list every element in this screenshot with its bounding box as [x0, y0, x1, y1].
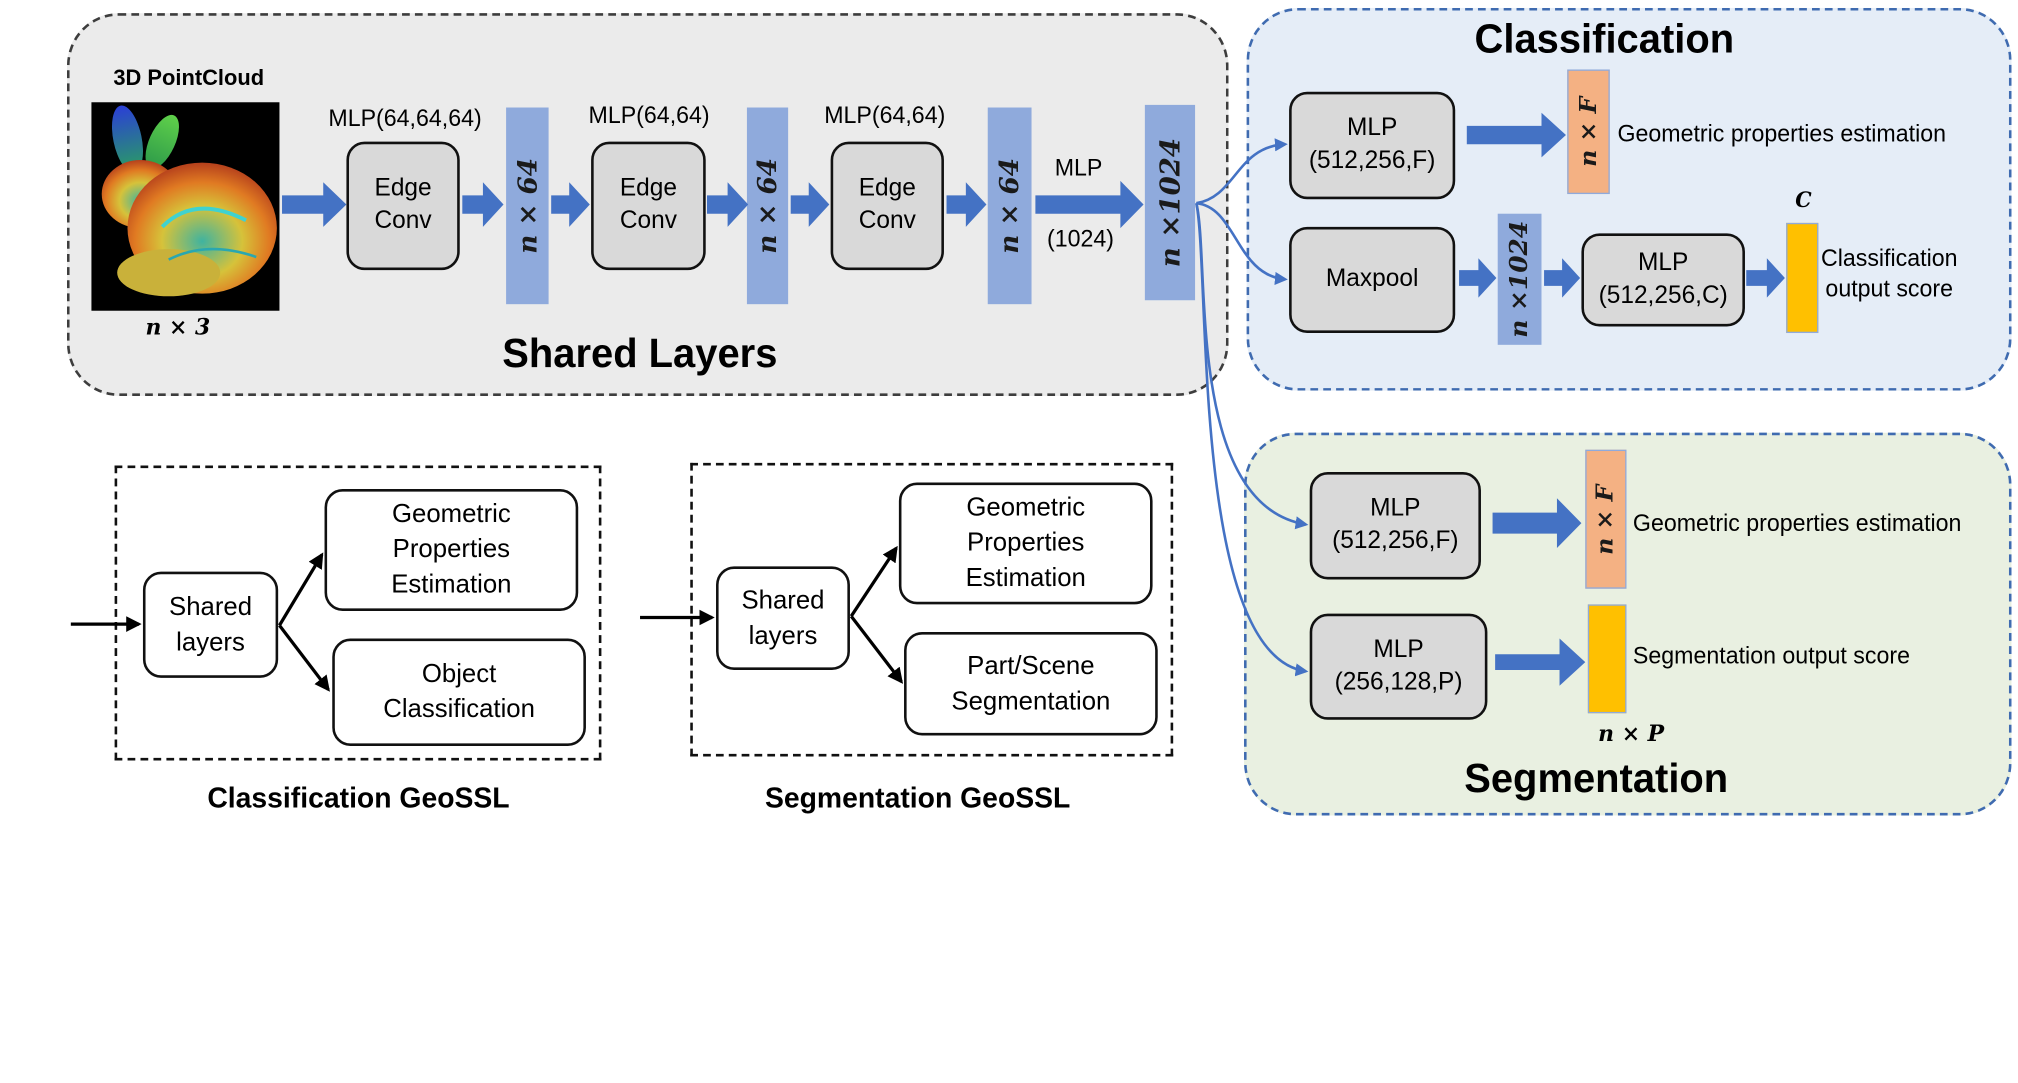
- mlp1-label: MLP(64,64,64): [328, 104, 482, 132]
- c-label: C: [1795, 187, 1812, 213]
- block-arrow: [1492, 498, 1582, 549]
- cls-geo-label: Geometric properties estimation: [1617, 120, 1947, 147]
- connector: [1195, 202, 1309, 530]
- cls-bar-f: n × F: [1567, 69, 1610, 195]
- feature-bar-1024: n ×1024: [1144, 104, 1196, 301]
- classification-title: Classification: [1474, 15, 1735, 62]
- mlp3-label: MLP(64,64): [824, 102, 946, 129]
- connector: [1196, 138, 1288, 205]
- edge-conv-3: Edge Conv: [830, 141, 944, 271]
- cls-geossl-shared-box: Shared layers: [142, 571, 279, 678]
- cls-geossl-frame: [114, 465, 602, 761]
- connector: [1196, 201, 1288, 285]
- bunny-pointcloud-image: [91, 102, 280, 311]
- seg-geossl-seg-box: Part/Scene Segmentation: [904, 631, 1158, 736]
- seg-geossl-shared-box: Shared layers: [716, 566, 850, 670]
- block-arrow: [1746, 258, 1785, 298]
- block-arrow: [1459, 258, 1497, 298]
- input-dims-label: n × 3: [145, 314, 211, 341]
- block-arrow: [1544, 258, 1581, 298]
- cls-geossl-obj-box: Object Classification: [332, 638, 586, 747]
- edge-conv-1: Edge Conv: [346, 141, 460, 271]
- segmentation-title: Segmentation: [1464, 755, 1729, 802]
- seg-geo-label: Geometric properties estimation: [1632, 510, 1962, 537]
- block-arrow: [551, 182, 590, 227]
- seg-geossl-frame: [690, 462, 1174, 757]
- edge-conv-2: Edge Conv: [591, 141, 706, 271]
- block-arrow: [462, 182, 504, 227]
- geossl-arrow: [849, 545, 898, 618]
- block-arrow: [1495, 638, 1586, 686]
- seg-geossl-caption: Segmentation GeoSSL: [764, 781, 1071, 815]
- feature-bar-64-3: n × 64: [987, 107, 1032, 305]
- pointcloud-label: 3D PointCloud: [113, 65, 265, 91]
- mlp2-label: MLP(64,64): [588, 102, 710, 129]
- seg-geossl-geo-box: Geometric Properties Estimation: [898, 482, 1153, 605]
- geossl-arrow: [278, 552, 324, 627]
- block-arrow: [790, 182, 830, 227]
- seg-output-bar: [1587, 604, 1627, 714]
- np-label: n × P: [1598, 721, 1665, 748]
- cls-output-bar: [1786, 222, 1819, 334]
- block-arrow: [282, 182, 347, 227]
- seg-mlp-geo-box: MLP (512,256,F): [1309, 471, 1481, 580]
- block-arrow: [946, 182, 987, 227]
- geossl-arrow: [278, 624, 330, 692]
- seg-mlp-seg-box: MLP (256,128,P): [1309, 613, 1488, 720]
- cls-output-label: Classification output score: [1820, 245, 1958, 303]
- mlp4-label: MLP: [1054, 154, 1103, 181]
- geossl-arrow: [849, 615, 904, 684]
- cls-mlp-geo-box: MLP (512,256,F): [1289, 91, 1456, 200]
- arrows-overlay: [70, 112, 1785, 692]
- connector: [1195, 202, 1309, 677]
- mlp4-sub-label: (1024): [1046, 225, 1114, 252]
- block-arrow: [1466, 112, 1566, 158]
- cls-mlp-cls-box: MLP (512,256,C): [1581, 233, 1745, 327]
- maxpool-box: Maxpool: [1289, 226, 1456, 334]
- block-arrow: [707, 182, 749, 227]
- shared-layers-title: Shared Layers: [502, 330, 778, 377]
- seg-bar-f: n × F: [1585, 449, 1627, 589]
- seg-output-label: Segmentation output score: [1632, 642, 1910, 669]
- block-arrow: [1035, 180, 1144, 229]
- cls-geossl-geo-box: Geometric Properties Estimation: [324, 489, 579, 611]
- feature-bar-64-2: n × 64: [746, 107, 789, 305]
- feature-bar-64-1: n × 64: [506, 107, 549, 305]
- cls-geossl-caption: Classification GeoSSL: [207, 781, 510, 815]
- cls-bar-1024: n ×1024: [1497, 213, 1542, 345]
